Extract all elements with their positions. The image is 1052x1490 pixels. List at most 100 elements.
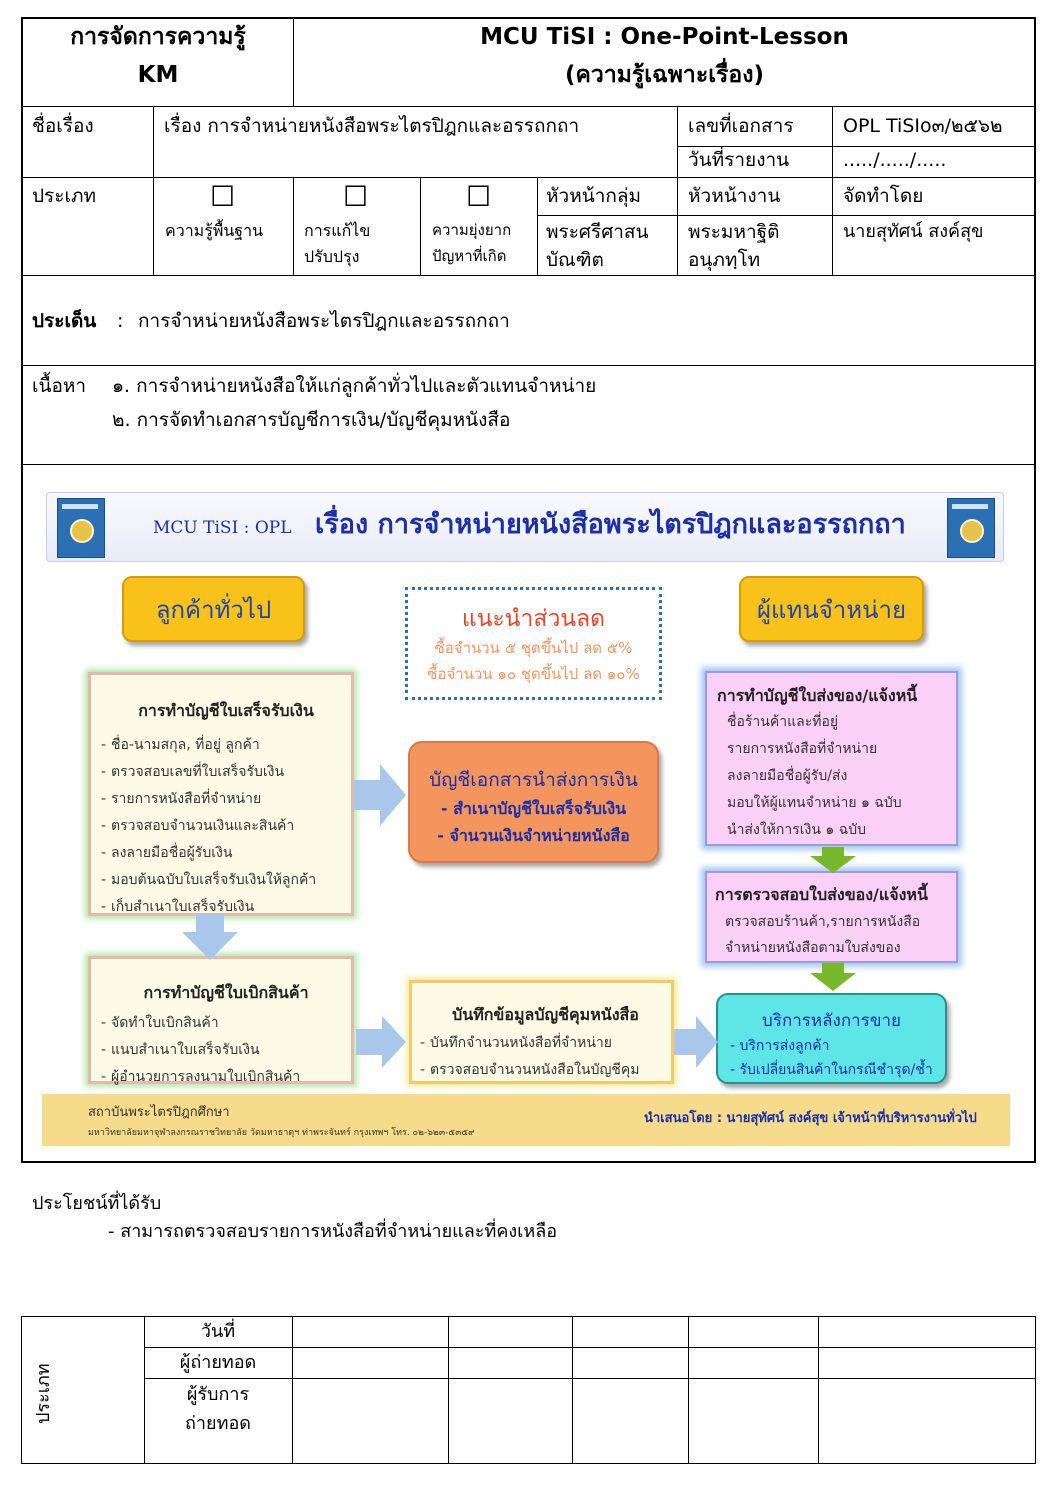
- issue-label: ประเด็น: [32, 310, 97, 332]
- withdraw-item: แนบสำเนาใบเสร็จรับเงิน: [101, 1037, 351, 1064]
- after-sales-title: บริการหลังการขาย: [762, 1011, 901, 1031]
- receipt-item: รายการหนังสือที่จำหน่าย: [101, 786, 351, 813]
- transfer-row-date: วันที่: [200, 1321, 236, 1342]
- arrow-down-icon: [182, 914, 238, 960]
- book-cover-right-icon: [947, 498, 995, 558]
- group-head-line1: พระศรีศาสน: [546, 221, 649, 243]
- receipt-item: ตรวจสอบเลขที่ใบเสร็จรับเงิน: [101, 759, 351, 786]
- checkbox-problem[interactable]: ☐: [466, 180, 492, 213]
- check-panel-title: การตรวจสอบใบส่งของ/แจ้งหนี้: [715, 885, 928, 904]
- header-opl: MCU TiSI : One-Point-Lesson (ความรู้เฉพา…: [294, 18, 1035, 106]
- header-km: การจัดการความรู้ KM: [22, 18, 294, 106]
- prepared-label: จัดทำโดย: [843, 185, 924, 207]
- transfer-side-label: ประเภท: [33, 1363, 54, 1424]
- banner-prefix: MCU TiSI : OPL: [153, 518, 292, 538]
- work-head-line1: พระมหาฐิติ: [688, 221, 780, 243]
- content-item-2: ๒. การจัดทำเอกสารบัญชีการเงิน/บัญชีคุมหน…: [112, 409, 511, 431]
- discount-box: แนะนำส่วนลด ซื้อจำนวน ๕ ชุดขึ้นไป ลด ๕% …: [405, 587, 662, 700]
- banner-title: เรื่อง การจำหน่ายหนังสือพระไตรปิฎกและอรร…: [315, 509, 906, 540]
- option-basic-label: ความรู้พื้นฐาน: [165, 221, 264, 240]
- benefits-item: - สามารถตรวจสอบรายการหนังสือที่จำหน่ายแล…: [108, 1221, 558, 1242]
- option-improve-label2: ปรับปรุง: [304, 247, 360, 266]
- work-head-label: หัวหน้างาน: [688, 185, 781, 207]
- header-opl-line2: (ความรู้เฉพาะเรื่อง): [565, 62, 764, 88]
- infographic-footer: สถาบันพระไตรปิฎกศึกษา มหาวิทยาลัยมหาจุฬา…: [42, 1094, 1010, 1146]
- book-cover-left-icon: [57, 498, 105, 558]
- delivery-panel-title: การทำบัญชีใบส่งของ/แจ้งหนี้: [717, 686, 918, 705]
- footer-org: สถาบันพระไตรปิฎกศึกษา: [88, 1105, 230, 1120]
- delivery-item: ลงลายมือชื่อผู้รับ/ส่ง: [727, 768, 848, 784]
- arrow-right-icon: [354, 764, 406, 826]
- delivery-item: มอบให้ผู้แทนจำหน่าย ๑ ฉบับ: [727, 795, 902, 811]
- finance-box: บัญชีเอกสารนำส่งการเงิน - สำเนาบัญชีใบเส…: [408, 741, 659, 863]
- discount-line2: ซื้อจำนวน ๑๐ ชุดขึ้นไป ลด ๑๐%: [427, 665, 640, 683]
- option-problem-label2: ปัญหาที่เกิด: [432, 247, 507, 265]
- delivery-item: รายการหนังสือที่จำหน่าย: [727, 741, 878, 757]
- check-item: จำหน่ายหนังสือตามใบส่งของ: [725, 940, 901, 956]
- transfer-row-receiver-1: ผู้รับการ: [186, 1384, 250, 1405]
- arrow-down-icon: [810, 963, 856, 991]
- title-value: เรื่อง การจำหน่ายหนังสือพระไตรปิฎกและอรร…: [164, 115, 580, 137]
- discount-title: แนะนำส่วนลด: [461, 606, 606, 632]
- receipt-item: ตรวจสอบจำนวนเงินและสินค้า: [101, 813, 351, 840]
- footer-address: มหาวิทยาลัยมหาจุฬาลงกรณราชวิทยาลัย วัดมห…: [88, 1128, 475, 1138]
- footer-presenter: นำเสนอโดย : นายสุทัศน์ สงค์สุข เจ้าหน้าท…: [644, 1111, 977, 1126]
- arrow-right-icon: [356, 1016, 406, 1068]
- issue-value: การจำหน่ายหนังสือพระไตรปิฎกและอรรถกถา: [138, 310, 510, 332]
- check-panel: การตรวจสอบใบส่งของ/แจ้งหนี้ ตรวจสอบร้านค…: [705, 871, 958, 963]
- prepared-value: นายสุทัศน์ สงค์สุข: [843, 221, 984, 242]
- checkbox-basic[interactable]: ☐: [210, 180, 236, 213]
- finance-line1: - สำเนาบัญชีใบเสร็จรับเงิน: [440, 799, 627, 818]
- receipt-panel-title: การทำบัญชีใบเสร็จรับเงิน: [138, 701, 314, 720]
- check-item: ตรวจสอบร้านค้า,รายการหนังสือ: [725, 914, 921, 930]
- benefits-label: ประโยชน์ที่ได้รับ: [32, 1193, 162, 1214]
- finance-line2: - จำนวนเงินจำหน่ายหนังสือ: [437, 826, 630, 845]
- after-sales-line2: - รับเปลี่ยนสินค้าในกรณีชำรุด/ช้ำ: [730, 1062, 933, 1078]
- stock-item: บันทึกจำนวนหนังสือที่จำหน่าย: [420, 1030, 671, 1057]
- type-label: ประเภท: [32, 185, 97, 207]
- receipt-item: มอบต้นฉบับใบเสร็จรับเงินให้ลูกค้า: [101, 867, 351, 894]
- finance-title: บัญชีเอกสารนำส่งการเงิน: [429, 769, 638, 791]
- receipt-item: เก็บสำเนาใบเสร็จรับเงิน: [101, 894, 351, 921]
- discount-line1: ซื้อจำนวน ๕ ชุดขึ้นไป ลด ๕%: [434, 639, 633, 657]
- transfer-row-giver: ผู้ถ่ายทอด: [179, 1352, 257, 1373]
- group-head-label: หัวหน้ากลุ่ม: [546, 185, 642, 207]
- stock-panel-title: บันทึกข้อมูลบัญชีคุมหนังสือ: [452, 1005, 639, 1024]
- arrow-down-icon: [810, 847, 856, 873]
- title-label: ชื่อเรื่อง: [32, 115, 94, 137]
- after-sales-line1: - บริการส่งลูกค้า: [730, 1038, 830, 1054]
- stock-panel: บันทึกข้อมูลบัญชีคุมหนังสือ บันทึกจำนวนห…: [409, 980, 674, 1084]
- receipt-item: ชื่อ-นามสกุล, ที่อยู่ ลูกค้า: [101, 732, 351, 759]
- after-sales-box: บริการหลังการขาย - บริการส่งลูกค้า - รับ…: [716, 993, 947, 1084]
- content-item-1: ๑. การจำหน่ายหนังสือให้แก่ลูกค้าทั่วไปแล…: [112, 375, 597, 397]
- transfer-row-receiver-2: ถ่ายทอด: [185, 1413, 251, 1434]
- withdraw-item: จัดทำใบเบิกสินค้า: [101, 1010, 351, 1037]
- customer-button: ลูกค้าทั่วไป: [122, 576, 305, 642]
- docno-label: เลขที่เอกสาร: [688, 115, 794, 137]
- issue-sep: :: [117, 310, 124, 332]
- option-problem-label1: ความยุ่งยาก: [432, 221, 512, 239]
- receipt-item: ลงลายมือชื่อผู้รับเงิน: [101, 840, 351, 867]
- header-km-line2: KM: [137, 62, 179, 88]
- header-opl-line1: MCU TiSI : One-Point-Lesson: [480, 24, 849, 50]
- checkbox-improve[interactable]: ☐: [343, 180, 369, 213]
- delivery-item: ชื่อร้านค้าและที่อยู่: [727, 714, 839, 730]
- content-label: เนื้อหา: [32, 375, 87, 397]
- work-head-line2: อนุภทฺโท: [688, 249, 761, 271]
- delivery-panel: การทำบัญชีใบส่งของ/แจ้งหนี้ ชื่อร้านค้าแ…: [705, 671, 958, 846]
- agent-button: ผู้แทนจำหน่าย: [739, 576, 924, 642]
- stock-item: ตรวจสอบจำนวนหนังสือในบัญชีคุม: [420, 1057, 671, 1084]
- date-label: วันที่รายงาน: [688, 149, 790, 171]
- date-value: ...../...../.....: [843, 149, 947, 171]
- withdraw-panel-title: การทำบัญชีใบเบิกสินค้า: [143, 983, 309, 1002]
- infographic-banner: MCU TiSI : OPL เรื่อง การจำหน่ายหนังสือพ…: [46, 492, 1004, 562]
- receipt-panel: การทำบัญชีใบเสร็จรับเงิน ชื่อ-นามสกุล, ท…: [88, 672, 354, 921]
- withdraw-panel: การทำบัญชีใบเบิกสินค้า จัดทำใบเบิกสินค้า…: [88, 956, 354, 1091]
- delivery-item: นำส่งให้การเงิน ๑ ฉบับ: [727, 822, 867, 838]
- withdraw-item: ผู้อำนวยการลงนามใบเบิกสินค้า: [101, 1064, 351, 1091]
- option-improve-label1: การแก้ไข: [304, 221, 371, 240]
- group-head-line2: บัณฑิต: [546, 249, 604, 271]
- docno-value: OPL TiSIo๓/๒๕๖๒: [843, 115, 1003, 137]
- header-km-line1: การจัดการความรู้: [70, 24, 246, 50]
- arrow-right-icon: [674, 1016, 718, 1068]
